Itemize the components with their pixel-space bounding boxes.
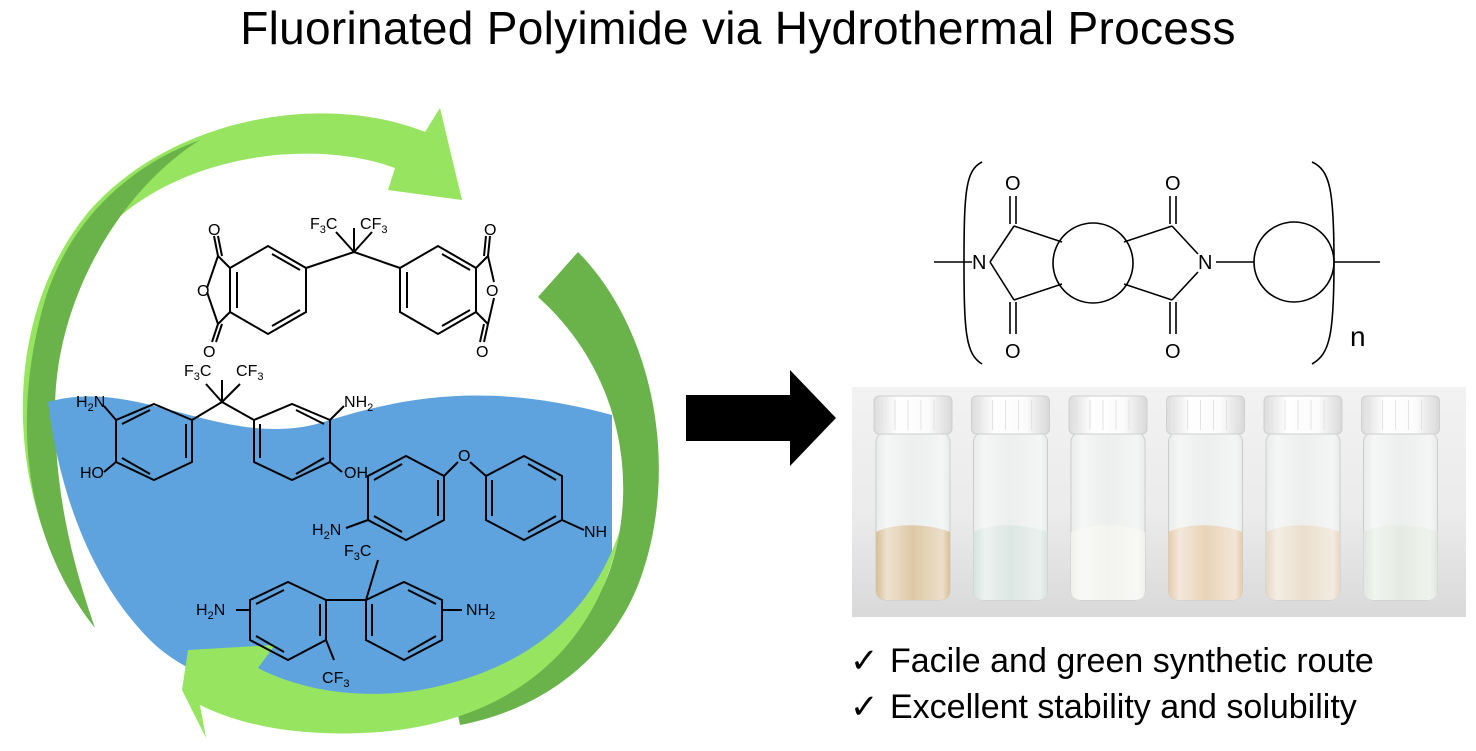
bisaminophenol-labels: F3C CF3 H2N NH2 HO OH: [76, 363, 373, 482]
vial-highlight: [1363, 432, 1438, 600]
bullet-text: Excellent stability and solubility: [890, 688, 1357, 726]
label-pi-o-4: O: [1165, 341, 1181, 363]
polyimide-structure: [934, 161, 1380, 365]
vial: [971, 395, 1050, 601]
checkmark-icon: ✓: [850, 688, 879, 726]
vial: [1263, 395, 1343, 601]
label-pi-o-3: O: [1165, 173, 1181, 195]
label-pi-o-2: O: [1005, 341, 1021, 363]
label-o-2: O: [197, 283, 209, 300]
vial-highlight: [973, 432, 1048, 600]
label-f3c-top: F3C: [310, 216, 337, 236]
label-oda-o: O: [458, 448, 470, 465]
vial-cap: [1263, 395, 1343, 435]
vial: [873, 395, 953, 601]
label-o-4: O: [484, 222, 496, 239]
label-n-right: N: [1198, 252, 1212, 274]
label-nh2-3: NH2: [466, 602, 495, 622]
vial-cap: [1361, 395, 1440, 435]
bullet-item: ✓ Excellent stability and solubility: [850, 684, 1374, 730]
vial-row: [873, 395, 1440, 601]
tfmb-structure: [236, 559, 462, 662]
label-h2n-2: H2N: [312, 522, 341, 542]
bullet-text: Facile and green synthetic route: [890, 642, 1374, 680]
vial: [1166, 395, 1245, 601]
vial-highlight: [1266, 432, 1340, 600]
label-o-5: O: [486, 283, 498, 300]
cycle-arrow-top: [22, 108, 463, 628]
label-f3c-tfmb: F3C: [344, 543, 371, 563]
label-oh: OH: [344, 465, 368, 482]
label-h2n-3: H2N: [196, 602, 225, 622]
polyimide-labels: N N O O O O n: [972, 173, 1366, 363]
vial-highlight: [876, 432, 950, 600]
dianhydride-labels: F3C CF3 O O O O O O: [197, 216, 498, 361]
water-body: [48, 395, 612, 703]
label-cf3-top: CF3: [360, 216, 387, 236]
label-pi-o-1: O: [1005, 173, 1021, 195]
label-o-6: O: [476, 344, 488, 361]
label-o-1: O: [208, 222, 220, 239]
checkmark-icon: ✓: [850, 642, 879, 680]
vial-cap: [971, 395, 1050, 435]
vial-cap: [1166, 395, 1245, 435]
label-nh-right: NH: [584, 524, 607, 541]
oda-structure: [345, 454, 585, 542]
vial-cap: [1068, 395, 1148, 435]
vial: [1068, 395, 1148, 601]
label-o-3: O: [203, 344, 215, 361]
label-cf3-tfmb: CF3: [322, 670, 349, 690]
feature-list: ✓ Facile and green synthetic route ✓ Excel…: [850, 638, 1374, 730]
label-nh2-1: NH2: [344, 394, 373, 414]
label-n-left: N: [972, 252, 986, 274]
vial-cap: [873, 395, 953, 435]
cycle-arrow-lower: [182, 530, 620, 738]
bisaminophenol-structure: [103, 380, 345, 482]
bullet-item: ✓ Facile and green synthetic route: [850, 638, 1374, 684]
cycle-arrow-right: [456, 252, 659, 725]
label-cf3-mid: CF3: [236, 363, 263, 383]
recycle-arrows: [22, 108, 463, 628]
label-repeat-n: n: [1350, 321, 1366, 352]
label-h2n-1: H2N: [76, 394, 105, 414]
cycle-arrow-bottom: [26, 140, 201, 628]
bracket-right: [1311, 161, 1335, 365]
figure-title: Fluorinated Polyimide via Hydrothermal P…: [240, 2, 1236, 54]
reaction-arrow: [686, 370, 836, 466]
tfmb-labels: F3C H2N NH2 CF3: [196, 543, 495, 690]
vial: [1361, 395, 1440, 601]
label-f3c-mid: F3C: [184, 363, 211, 383]
oda-labels: O H2N NH: [312, 448, 607, 542]
label-ho: HO: [80, 465, 104, 482]
dianhydride-structure: [206, 228, 495, 343]
vial-highlight: [1071, 432, 1145, 600]
vial-highlight: [1168, 432, 1243, 600]
vial-photo: [852, 387, 1466, 617]
